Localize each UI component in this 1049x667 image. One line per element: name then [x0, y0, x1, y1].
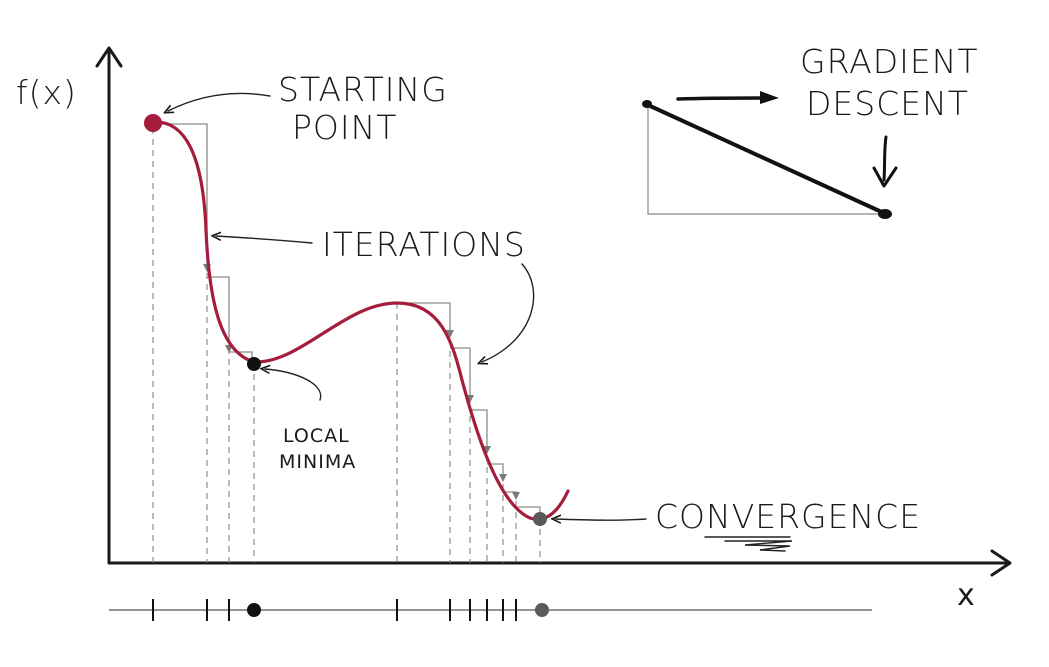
convergence-label: CONVERGENCE: [655, 497, 921, 536]
inset-frame: [647, 104, 886, 215]
iterations-label: ITERATIONS: [322, 225, 526, 264]
local-minima-arrow: [265, 369, 322, 401]
inset-arrow-right: [676, 96, 774, 101]
iterations-arrow-left: [216, 236, 313, 244]
inset-slope-line: [646, 103, 888, 216]
x-axis-arrowhead: [990, 549, 1012, 577]
iterations-arrow-right: [482, 263, 535, 362]
inset-arrow-right-head: [760, 91, 779, 104]
inset-end-dot: [878, 209, 892, 219]
y-axis-label: f(x): [16, 73, 77, 112]
local-minima-label-line2: MINIMA: [279, 451, 356, 473]
x-axis-label: x: [957, 578, 976, 613]
function-curve: [151, 120, 570, 521]
inset-arrow-down-head: [872, 166, 898, 188]
gradient-descent-label-line1: GRADIENT: [800, 42, 979, 81]
convergence-underline-scribble: [704, 536, 793, 552]
projection-lines: [152, 128, 541, 563]
local-minima-label-line1: LOCAL: [283, 425, 350, 447]
gradient-descent-inset: GRADIENT DESCENT: [642, 42, 979, 219]
starting-point-label-line2: POINT: [292, 108, 397, 147]
iteration-timeline: [109, 599, 872, 621]
timeline-convergence-dot: [535, 603, 549, 617]
y-axis-arrowhead: [95, 46, 123, 68]
inset-start-dot: [642, 100, 652, 108]
starting-point-arrow: [168, 92, 271, 111]
convergence-marker: [533, 512, 547, 526]
gradient-descent-label-line2: DESCENT: [806, 84, 969, 123]
inset-arrow-down: [882, 135, 888, 182]
axes: f(x) x: [16, 46, 1012, 613]
timeline-local-minima-dot: [247, 603, 261, 617]
local-minima-marker: [247, 357, 261, 371]
convergence-arrow: [556, 519, 647, 520]
starting-point-label-line1: STARTING: [278, 70, 448, 109]
starting-point-marker: [144, 114, 162, 132]
